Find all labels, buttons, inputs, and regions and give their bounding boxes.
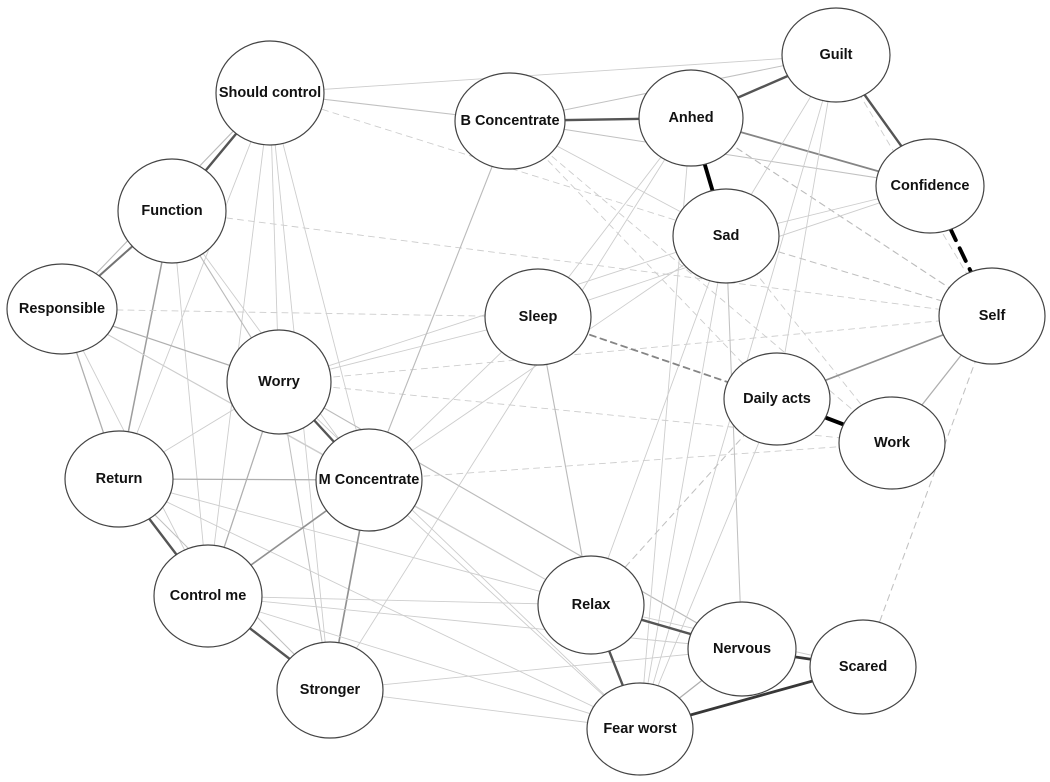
node-label: Self — [979, 308, 1006, 324]
node-label: Worry — [258, 374, 300, 390]
node-stronger: Stronger — [276, 641, 384, 739]
node-ellipse — [484, 268, 592, 366]
node-ellipse — [153, 544, 263, 648]
node-label: Fear worst — [603, 721, 676, 737]
node-label: B Concentrate — [460, 113, 559, 129]
edge-anhed-self — [690, 117, 993, 317]
node-layer: Should controlFunctionResponsibleWorryRe… — [6, 7, 1046, 776]
node-sleep: Sleep — [484, 268, 592, 366]
edge-worry-work — [278, 381, 893, 444]
node-ellipse — [117, 158, 227, 264]
node-b-concentrate: B Concentrate — [454, 72, 566, 170]
node-ellipse — [938, 267, 1046, 365]
node-ellipse — [838, 396, 946, 490]
node-ellipse — [6, 263, 118, 355]
node-ellipse — [64, 430, 174, 528]
node-ellipse — [875, 138, 985, 234]
node-self: Self — [938, 267, 1046, 365]
node-should-control: Should control — [215, 40, 325, 146]
edge-m-concentrate-work — [368, 442, 893, 481]
node-label: Should control — [219, 85, 321, 101]
node-label: Anhed — [668, 110, 713, 126]
node-m-concentrate: M Concentrate — [315, 428, 423, 532]
edge-self-scared — [862, 315, 993, 668]
node-ellipse — [723, 352, 831, 446]
edge-return-relax — [118, 478, 592, 606]
edge-b-concentrate-work — [509, 120, 893, 444]
node-label: Scared — [839, 659, 887, 675]
edge-control-me-fear-worst — [207, 595, 641, 730]
node-label: Stronger — [300, 682, 361, 698]
node-relax: Relax — [537, 555, 645, 655]
node-ellipse — [537, 555, 645, 655]
edge-responsible-sleep — [61, 308, 539, 318]
node-responsible: Responsible — [6, 263, 118, 355]
node-label: Function — [141, 203, 202, 219]
node-control-me: Control me — [153, 544, 263, 648]
node-anhed: Anhed — [638, 69, 744, 167]
node-scared: Scared — [809, 619, 917, 715]
node-label: Sleep — [519, 309, 558, 325]
node-label: Confidence — [891, 178, 970, 194]
node-daily-acts: Daily acts — [723, 352, 831, 446]
node-ellipse — [586, 682, 694, 776]
edge-should-control-control-me — [207, 92, 271, 597]
edge-stronger-nervous — [329, 648, 743, 691]
edge-control-me-nervous — [207, 595, 743, 650]
node-label: Guilt — [819, 47, 852, 63]
node-nervous: Nervous — [687, 601, 797, 697]
node-label: M Concentrate — [319, 472, 420, 488]
node-ellipse — [781, 7, 891, 103]
node-label: Control me — [170, 588, 247, 604]
edge-control-me-relax — [207, 595, 592, 606]
node-label: Nervous — [713, 641, 771, 657]
edge-should-control-sad — [269, 92, 727, 237]
edge-function-control-me — [171, 210, 209, 597]
node-ellipse — [215, 40, 325, 146]
node-ellipse — [226, 329, 332, 435]
node-label: Relax — [572, 597, 611, 613]
node-ellipse — [315, 428, 423, 532]
node-label: Responsible — [19, 301, 105, 317]
edge-m-concentrate-fear-worst — [368, 479, 641, 730]
node-ellipse — [809, 619, 917, 715]
edge-worry-nervous — [278, 381, 743, 650]
edge-m-concentrate-b-concentrate — [368, 120, 511, 481]
node-ellipse — [672, 188, 780, 284]
node-label: Sad — [713, 228, 740, 244]
edge-daily-acts-fear-worst — [639, 398, 778, 730]
node-label: Work — [874, 435, 911, 451]
node-function: Function — [117, 158, 227, 264]
edge-anhed-stronger — [329, 117, 692, 691]
edge-sad-nervous — [725, 235, 743, 650]
edge-should-control-m-concentrate — [269, 92, 370, 481]
node-work: Work — [838, 396, 946, 490]
node-ellipse — [687, 601, 797, 697]
edge-b-concentrate-daily-acts — [509, 120, 778, 400]
node-ellipse — [454, 72, 566, 170]
node-guilt: Guilt — [781, 7, 891, 103]
node-fear-worst: Fear worst — [586, 682, 694, 776]
edge-worry-self — [278, 315, 993, 383]
edge-sad-fear-worst — [639, 235, 727, 730]
edge-function-self — [171, 210, 993, 317]
edge-should-control-guilt — [269, 54, 837, 94]
node-label: Daily acts — [743, 391, 811, 407]
node-sad: Sad — [672, 188, 780, 284]
node-worry: Worry — [226, 329, 332, 435]
node-ellipse — [638, 69, 744, 167]
edge-return-fear-worst — [118, 478, 641, 730]
edge-guilt-self — [835, 54, 993, 317]
node-confidence: Confidence — [875, 138, 985, 234]
node-label: Return — [96, 471, 143, 487]
edge-sad-relax — [590, 235, 727, 606]
node-ellipse — [276, 641, 384, 739]
edge-should-control-return — [118, 92, 271, 480]
node-return: Return — [64, 430, 174, 528]
